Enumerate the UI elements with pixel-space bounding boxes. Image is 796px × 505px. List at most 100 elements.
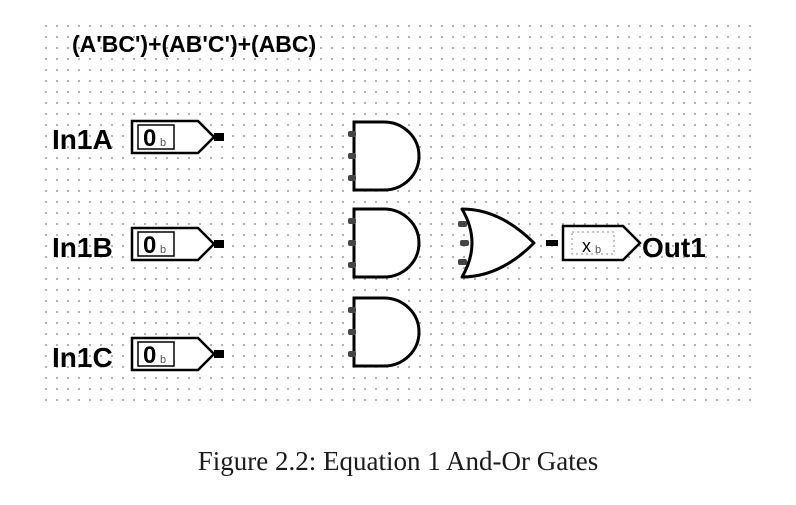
grid-dot — [133, 333, 135, 335]
grid-dot — [430, 47, 432, 49]
grid-dot — [375, 25, 377, 27]
grid-dot — [100, 355, 102, 357]
grid-dot — [298, 311, 300, 313]
grid-dot — [221, 278, 223, 280]
grid-dot — [111, 388, 113, 390]
grid-dot — [243, 190, 245, 192]
grid-dot — [650, 36, 652, 38]
grid-dot — [584, 399, 586, 401]
input-pin-a[interactable]: In1A 0 b — [52, 119, 224, 155]
grid-dot — [639, 47, 641, 49]
grid-dot — [617, 124, 619, 126]
and-gate-1[interactable] — [348, 120, 421, 192]
grid-dot — [133, 80, 135, 82]
grid-dot — [265, 168, 267, 170]
grid-dot — [67, 91, 69, 93]
grid-dot — [441, 36, 443, 38]
grid-dot — [727, 146, 729, 148]
grid-dot — [430, 190, 432, 192]
grid-dot — [254, 179, 256, 181]
grid-dot — [430, 179, 432, 181]
grid-dot — [705, 388, 707, 390]
grid-dot — [78, 135, 80, 137]
grid-dot — [474, 113, 476, 115]
and-gate-3-body — [352, 296, 421, 368]
grid-dot — [551, 322, 553, 324]
grid-dot — [727, 278, 729, 280]
grid-dot — [155, 190, 157, 192]
grid-dot — [705, 234, 707, 236]
grid-dot — [639, 80, 641, 82]
grid-dot — [485, 322, 487, 324]
grid-dot — [705, 322, 707, 324]
grid-dot — [749, 25, 751, 27]
grid-dot — [309, 146, 311, 148]
and-gate-2[interactable] — [348, 207, 421, 279]
grid-dot — [738, 311, 740, 313]
grid-dot — [276, 366, 278, 368]
grid-dot — [144, 311, 146, 313]
grid-dot — [166, 322, 168, 324]
grid-dot — [111, 58, 113, 60]
grid-dot — [56, 36, 58, 38]
grid-dot — [628, 201, 630, 203]
grid-dot — [705, 344, 707, 346]
grid-dot — [672, 289, 674, 291]
grid-dot — [694, 289, 696, 291]
grid-dot — [56, 355, 58, 357]
and-gate-3[interactable] — [348, 296, 421, 368]
grid-dot — [628, 212, 630, 214]
grid-dot — [562, 333, 564, 335]
grid-dot — [628, 278, 630, 280]
grid-dot — [320, 25, 322, 27]
grid-dot — [540, 36, 542, 38]
grid-dot — [254, 168, 256, 170]
grid-dot — [122, 366, 124, 368]
grid-dot — [562, 355, 564, 357]
grid-dot — [188, 333, 190, 335]
grid-dot — [672, 300, 674, 302]
grid-dot — [518, 91, 520, 93]
grid-dot — [342, 245, 344, 247]
grid-dot — [309, 157, 311, 159]
grid-dot — [463, 201, 465, 203]
grid-dot — [540, 113, 542, 115]
grid-dot — [727, 157, 729, 159]
grid-dot — [683, 366, 685, 368]
grid-dot — [430, 113, 432, 115]
grid-dot — [727, 113, 729, 115]
or-gate[interactable] — [458, 207, 558, 279]
grid-dot — [100, 289, 102, 291]
grid-dot — [221, 80, 223, 82]
grid-dot — [111, 256, 113, 258]
grid-dot — [507, 289, 509, 291]
grid-dot — [529, 124, 531, 126]
grid-dot — [606, 388, 608, 390]
grid-dot — [430, 344, 432, 346]
grid-dot — [375, 58, 377, 60]
grid-dot — [100, 157, 102, 159]
grid-dot — [133, 58, 135, 60]
output-pin[interactable]: x b Out1 — [561, 224, 706, 263]
grid-dot — [485, 289, 487, 291]
input-pin-c[interactable]: In1C 0 b — [52, 336, 224, 373]
grid-dot — [331, 146, 333, 148]
grid-dot — [133, 201, 135, 203]
grid-dot — [331, 322, 333, 324]
grid-dot — [221, 58, 223, 60]
grid-dot — [705, 355, 707, 357]
grid-dot — [639, 124, 641, 126]
grid-dot — [89, 58, 91, 60]
grid-dot — [716, 223, 718, 225]
grid-dot — [650, 311, 652, 313]
grid-dot — [276, 80, 278, 82]
grid-dot — [122, 300, 124, 302]
grid-dot — [595, 267, 597, 269]
grid-dot — [265, 80, 267, 82]
grid-dot — [551, 278, 553, 280]
grid-dot — [331, 58, 333, 60]
grid-dot — [661, 91, 663, 93]
input-pin-b[interactable]: In1B 0 b — [52, 226, 224, 263]
grid-dot — [45, 102, 47, 104]
grid-dot — [650, 58, 652, 60]
